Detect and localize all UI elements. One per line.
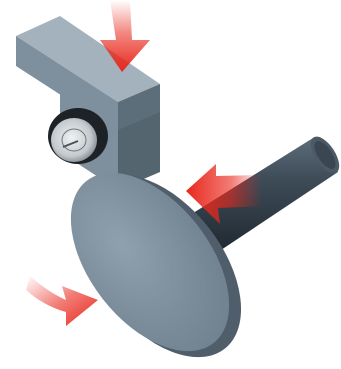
roller-wheel: [48, 108, 108, 164]
rotation-arrow: [26, 276, 98, 326]
